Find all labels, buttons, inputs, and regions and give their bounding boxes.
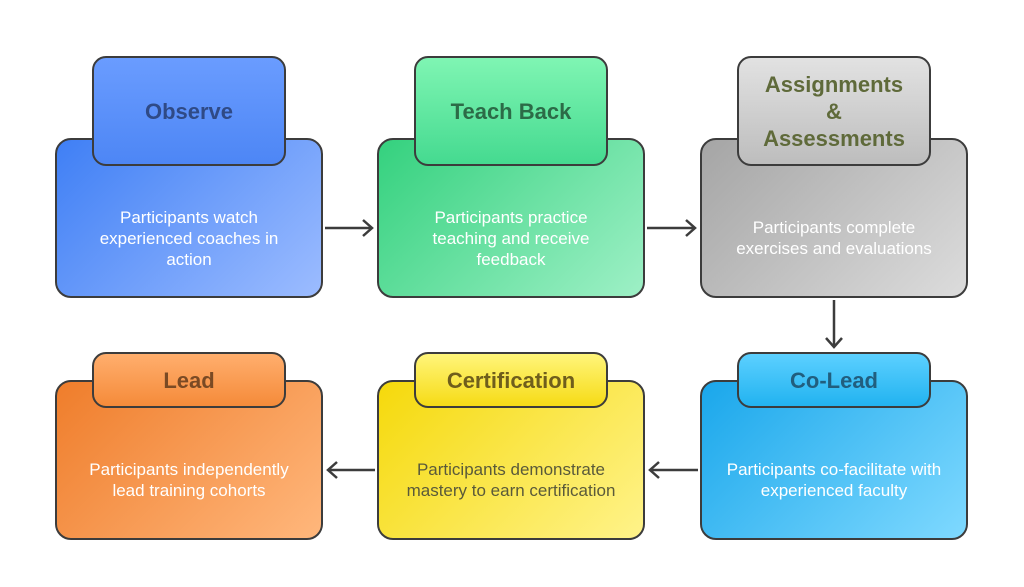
step-description-assignments: Participants complete exercises and eval… <box>736 218 932 258</box>
step-title-teach-back: Teach Back <box>414 56 608 166</box>
step-title-assignments-text: Assignments & Assessments <box>763 71 905 151</box>
arrow-left-icon <box>326 461 375 479</box>
arrow-right-icon <box>647 219 697 237</box>
step-title-observe: Observe <box>92 56 286 166</box>
step-description-certification: Participants demonstrate mastery to earn… <box>406 460 616 500</box>
arrow-down-icon <box>825 300 843 349</box>
step-description-lead: Participants independently lead training… <box>89 460 289 500</box>
step-title-co-lead: Co-Lead <box>737 352 931 408</box>
step-description-observe: Participants watch experienced coaches i… <box>99 207 279 269</box>
step-title-certification: Certification <box>414 352 608 408</box>
step-card-certification: Participants demonstrate mastery to earn… <box>377 380 645 540</box>
step-title-assignments: Assignments & Assessments <box>737 56 931 166</box>
arrow-right-icon <box>325 219 374 237</box>
step-description-co-lead: Participants co-facilitate with experien… <box>726 460 942 500</box>
arrow-left-icon <box>648 461 698 479</box>
step-description-teach-back: Participants practice teaching and recei… <box>432 207 590 269</box>
step-title-lead: Lead <box>92 352 286 408</box>
